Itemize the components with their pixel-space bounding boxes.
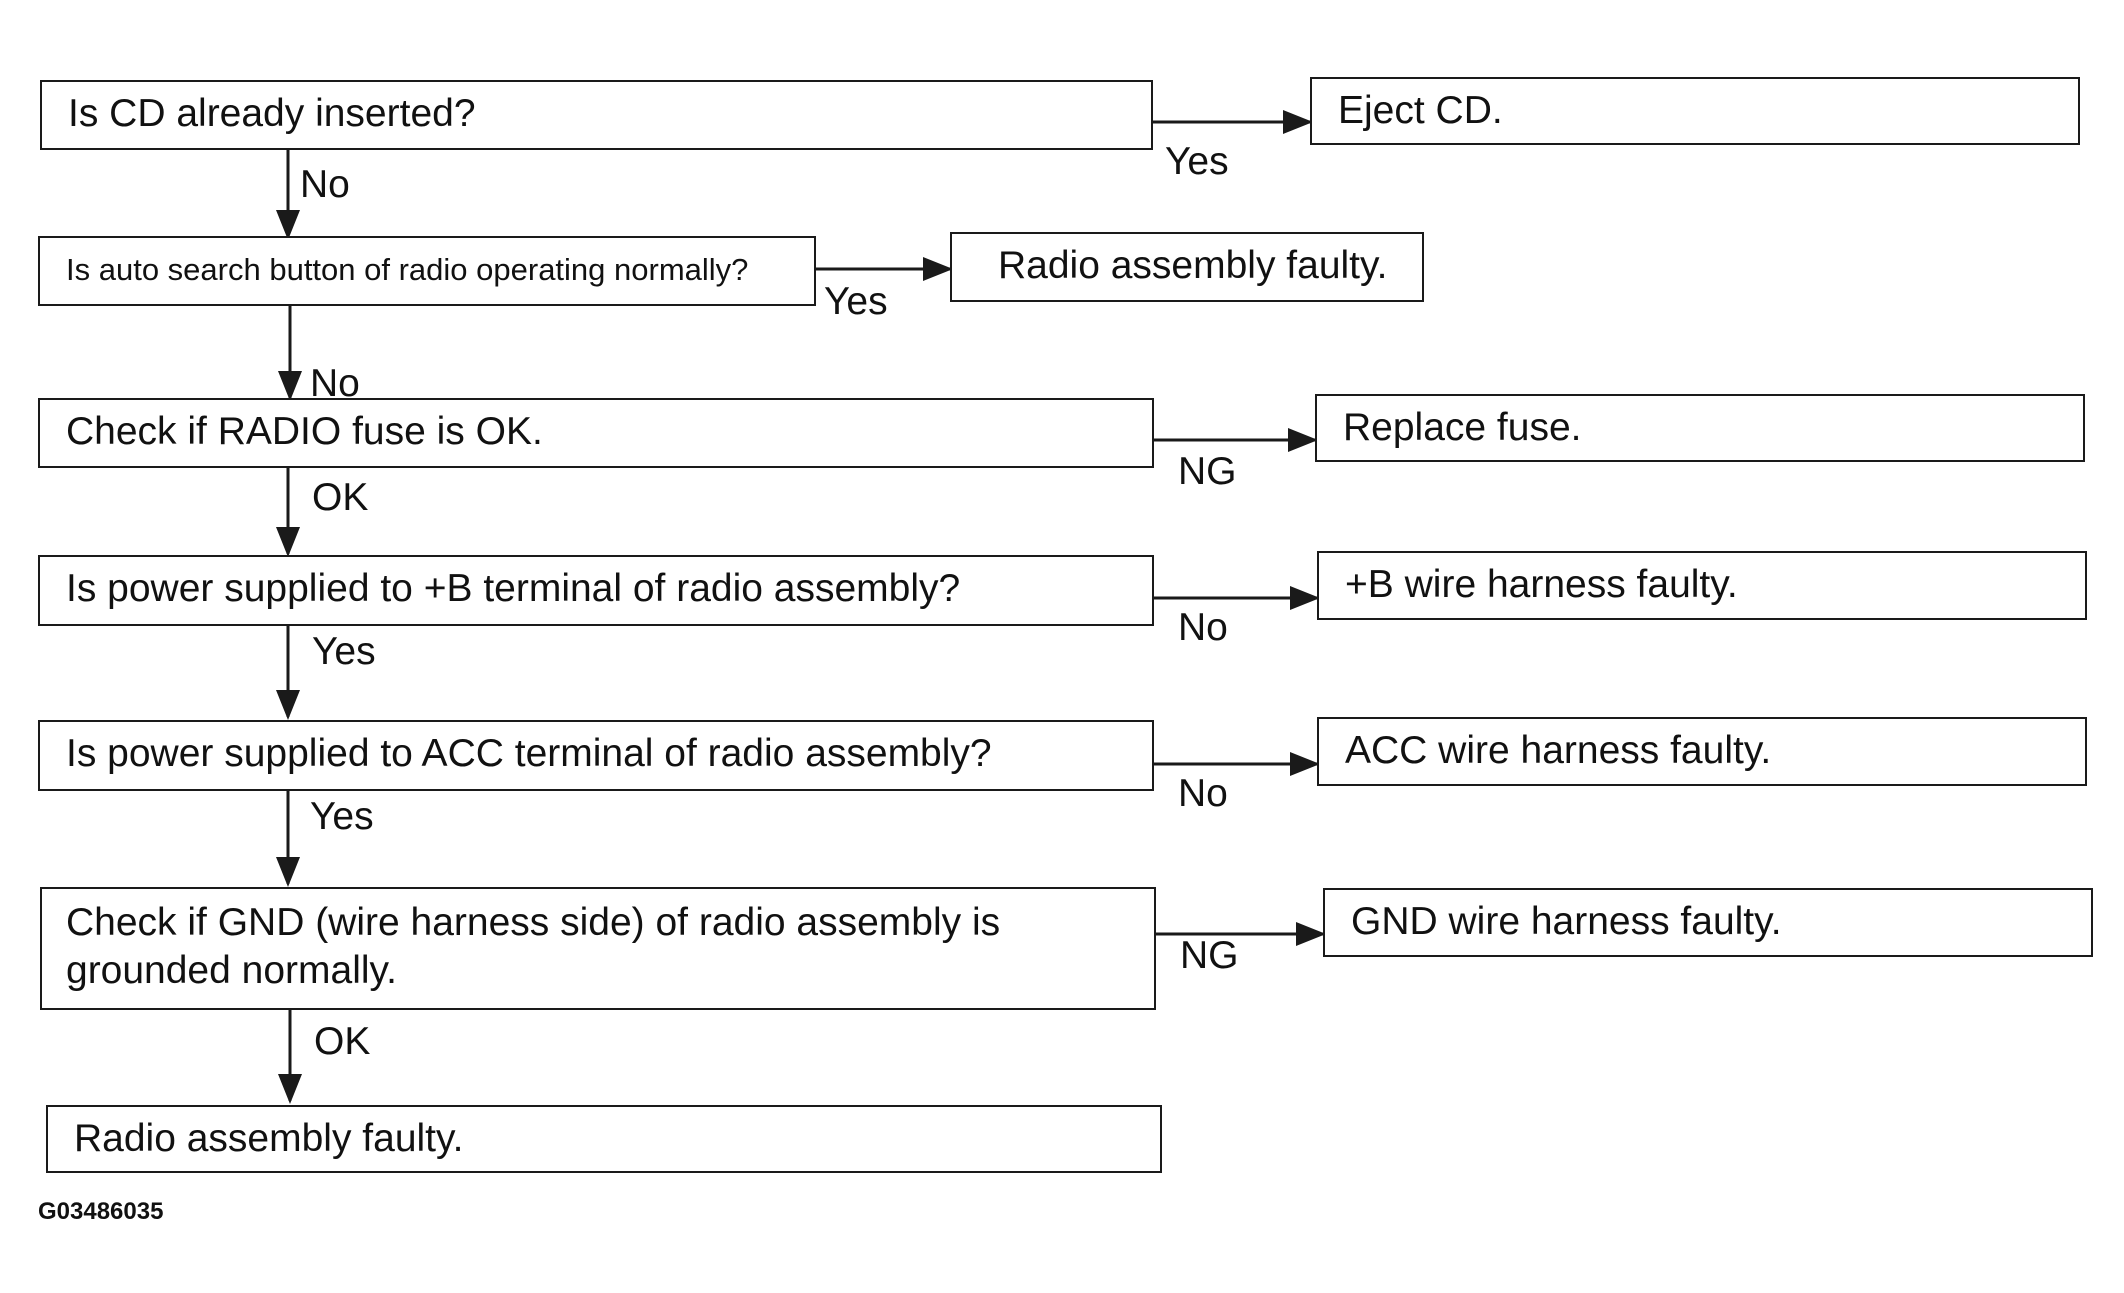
question-gnd: Check if GND (wire harness side) of radi…	[40, 887, 1156, 1010]
result-eject-cd: Eject CD.	[1310, 77, 2080, 145]
side-label-1: Yes	[1165, 140, 1229, 183]
down-label-1: No	[300, 163, 350, 206]
side-label-6: NG	[1180, 934, 1239, 977]
result-replace-fuse: Replace fuse.	[1315, 394, 2085, 462]
side-label-4: No	[1178, 606, 1228, 649]
down-label-4: Yes	[312, 630, 376, 673]
side-label-5: No	[1178, 772, 1228, 815]
result-acc-wire-faulty: ACC wire harness faulty.	[1317, 717, 2087, 786]
question-b-terminal: Is power supplied to +B terminal of radi…	[38, 555, 1154, 626]
question-radio-fuse: Check if RADIO fuse is OK.	[38, 398, 1154, 468]
question-acc-terminal: Is power supplied to ACC terminal of rad…	[38, 720, 1154, 791]
side-label-2: Yes	[824, 280, 888, 323]
down-label-3: OK	[312, 476, 369, 519]
result-b-wire-faulty: +B wire harness faulty.	[1317, 551, 2087, 620]
question-cd-inserted: Is CD already inserted?	[40, 80, 1153, 150]
result-gnd-wire-faulty: GND wire harness faulty.	[1323, 888, 2093, 957]
result-radio-faulty: Radio assembly faulty.	[950, 232, 1424, 302]
side-label-3: NG	[1178, 450, 1237, 493]
down-label-6: OK	[314, 1020, 371, 1063]
down-label-2: No	[310, 362, 360, 405]
figure-code: G03486035	[38, 1198, 164, 1225]
question-auto-search: Is auto search button of radio operating…	[38, 236, 816, 306]
final-result-box: Radio assembly faulty.	[46, 1105, 1162, 1173]
down-label-5: Yes	[310, 795, 374, 838]
